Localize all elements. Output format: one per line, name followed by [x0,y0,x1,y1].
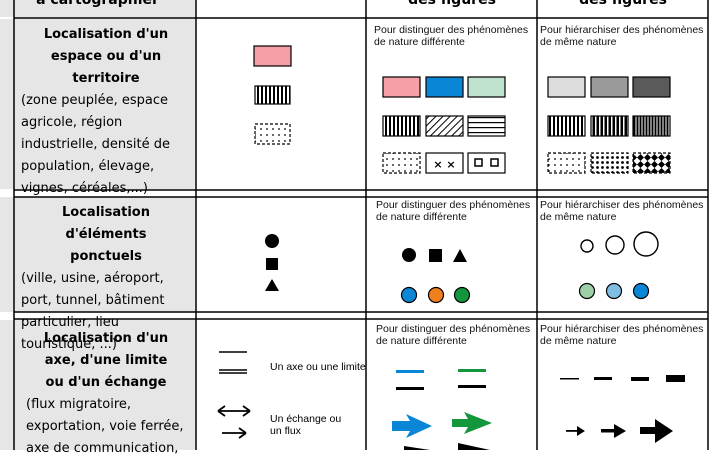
circle-large-outline [633,231,659,257]
svg-text:× ×: × × [433,158,455,171]
black-line-symbol-1 [396,387,424,390]
hhatch-swatch [467,115,506,137]
cross-swatch [425,152,464,174]
square-symbol [266,258,278,270]
circle-lightblue [605,282,623,300]
row2-col4-symbols [578,231,659,300]
triangle-symbol [265,279,279,291]
circle-symbol [265,234,279,248]
circle-darkblue [632,282,650,300]
triangle-black-symbol [453,249,467,262]
legend-axis-label: Un axe ou une limite [270,361,366,373]
header-col1: à cartographier [36,0,159,8]
row2-label-bg [0,197,195,312]
vhatch-swatch [382,115,421,137]
single-arrow-symbol [222,427,247,439]
circle-small-outline [580,239,594,253]
green-line-symbol [458,369,486,372]
gray-light-swatch [547,76,586,98]
dots-light-swatch [547,152,586,174]
row1-col4-symbols [547,76,671,174]
row2-col3-symbols [400,248,471,304]
pink-area-symbol [253,45,292,67]
vhatch-light-swatch [547,115,586,137]
row1-body: (zone peuplée, espace agricole, région i… [21,93,171,196]
row3-note-diff: Pour distinguer des phénomènes de nature… [376,323,531,347]
black-arrow-partial-2 [458,443,490,450]
circle-green-symbol [453,286,471,304]
thick-line-symbol [631,377,649,381]
row1-col2-symbols [253,45,292,145]
row1-note-diff: Pour distinguer des phénomènes de nature… [374,24,529,48]
medium-arrow-symbol [601,424,626,438]
row2-label: Localisation d'éléments ponctuels (ville… [18,202,194,356]
gray-mid-swatch [590,76,629,98]
row3-title: Localisation d'un axe, d'une limite ou d… [43,331,169,390]
row2-title: Localisation d'éléments ponctuels [62,205,150,264]
black-arrow-partial-1 [404,446,430,450]
row1-label: Localisation d'un espace ou d'un territo… [18,24,194,200]
legend-flux-label: Un échange ou un flux [270,413,342,437]
double-arrow-symbol [217,405,251,417]
blue-line-symbol [396,370,424,373]
header-col4: des figurés [579,0,667,8]
thickest-line-symbol [666,375,685,382]
row1-col3-symbols [382,76,506,174]
medium-line-symbol [594,377,612,380]
circle-blue-symbol [400,286,418,304]
vhatch-dense-swatch [632,115,671,137]
symbol-layer: × × [217,45,685,450]
blue-arrow-symbol [392,414,432,438]
thin-arrow-symbol [566,426,585,436]
mint-swatch [467,76,506,98]
header-cell-bg [0,0,195,17]
circle-orange-symbol [427,286,445,304]
vertical-hatch-symbol [254,85,291,105]
row1-note-same: Pour hiérarchiser des phénomènes de même… [540,24,704,48]
dotted-area-symbol [254,123,291,145]
green-arrow-symbol [452,412,492,434]
dots-mid-swatch [590,152,629,174]
square-swatch [467,152,506,174]
thin-line-symbol [560,378,579,380]
row3-col3-symbols [392,369,492,450]
circle-mid-outline [605,235,625,255]
circle-black-symbol [402,248,416,262]
row2-note-diff: Pour distinguer des phénomènes de nature… [376,199,531,223]
row1-title: Localisation d'un espace ou d'un territo… [43,27,169,86]
row2-note-same: Pour hiérarchiser des phénomènes de même… [540,199,704,223]
row2-body: (ville, usine, aéroport, port, tunnel, b… [21,271,165,352]
table-grid [13,0,709,450]
black-line-symbol-2 [458,385,486,388]
row3-label-bg [0,320,195,450]
circle-lightgreen [578,282,596,300]
diag-swatch [425,115,464,137]
square-black-symbol [429,249,442,262]
row2-col2-symbols [265,234,279,291]
row1-label-bg [0,19,195,189]
blue-swatch [425,76,464,98]
header-col3: des figurés [408,0,496,8]
vhatch-mid-swatch [590,115,629,137]
gray-dark-swatch [632,76,671,98]
row3-col2-symbols [217,351,251,439]
dot-swatch [382,152,421,174]
row3-col4-symbols [560,375,685,443]
pink-swatch [382,76,421,98]
row3-note-same: Pour hiérarchiser des phénomènes de même… [540,323,704,347]
diamond-swatch [632,152,671,174]
thick-arrow-symbol [640,419,673,443]
